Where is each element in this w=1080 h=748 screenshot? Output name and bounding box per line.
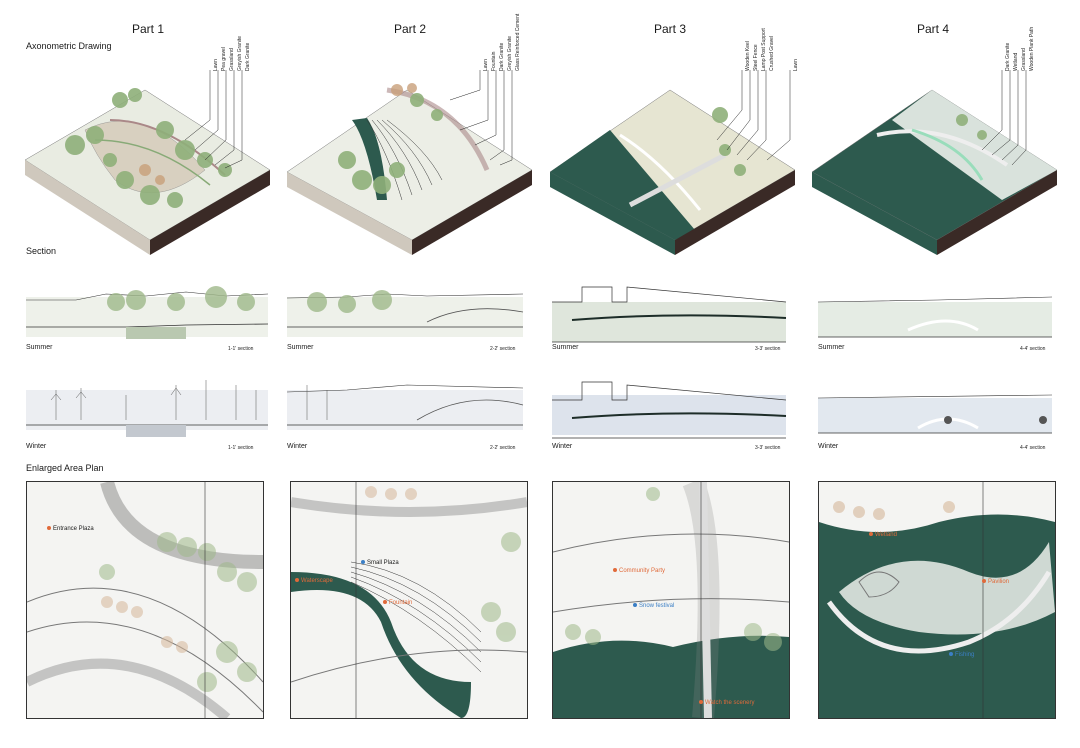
- section-summer-part-4: [817, 296, 1053, 338]
- part-2-label-4: Greyish Granite: [507, 35, 513, 71]
- part-2-label-1: Lawn: [483, 59, 489, 71]
- axonometric-part-1: [24, 88, 271, 255]
- part-3-label-1: Wooden Keel: [745, 41, 751, 71]
- part-4-label-1: Dark Granite: [1005, 42, 1011, 71]
- section-label-3-summer: 3-3' section: [755, 346, 781, 352]
- part-4-label-3: Grassland: [1021, 48, 1027, 71]
- plan-3-marker-1: Community Party: [613, 568, 665, 574]
- plan-2-marker-2: Waterscape: [295, 578, 333, 584]
- section-label-4-winter: 4-4' section: [1020, 445, 1046, 451]
- section-winter-part-3: [552, 381, 787, 439]
- part-4-label-4: Wooden Plank Path: [1029, 26, 1035, 71]
- section-label-1-summer: 1-1' section: [228, 346, 254, 352]
- section-winter-part-1: [26, 380, 268, 437]
- section-label-1-winter: 1-1' section: [228, 445, 254, 451]
- plan-part-4: Wetland Pavilion Fishing: [818, 481, 1056, 719]
- axonometric-heading: Axonometric Drawing: [26, 41, 112, 51]
- summer-label-1: Summer: [26, 344, 53, 351]
- part-1-label-4: Greyish Granite: [237, 35, 243, 71]
- plan-part-2: Small Plaza Waterscape Fountain: [290, 481, 528, 719]
- part-2-label-5: Glass Reinforced Cement: [515, 13, 521, 71]
- part-3-leader-lines: [716, 70, 791, 161]
- plan-3-marker-3: Watch the scenery: [699, 700, 754, 706]
- section-winter-part-4: [817, 394, 1053, 434]
- part-1-title: Part 1: [131, 22, 164, 36]
- part-2-label-3: Dark Granite: [499, 42, 505, 71]
- winter-label-4: Winter: [818, 443, 839, 450]
- winter-label-3: Winter: [552, 443, 573, 450]
- section-label-3-winter: 3-3' section: [755, 445, 781, 451]
- part-1-label-2: Pea gravel: [221, 47, 227, 71]
- plan-heading: Enlarged Area Plan: [26, 463, 104, 473]
- plan-part-1: Entrance Plaza: [26, 481, 264, 719]
- part-3-title: Part 3: [653, 22, 686, 36]
- part-1-label-1: Lawn: [213, 59, 219, 71]
- part-3-label-2: Steel Fence: [753, 44, 759, 71]
- section-label-2-summer: 2-2' section: [490, 346, 516, 352]
- part-2-title: Part 2: [393, 22, 426, 36]
- section-label-2-winter: 2-2' section: [490, 445, 516, 451]
- plan-part-3: Community Party Snow festival Watch the …: [552, 481, 790, 719]
- plan-4-marker-2: Pavilion: [982, 579, 1009, 585]
- section-summer-part-1: [26, 286, 269, 339]
- plan-2-marker-1: Small Plaza: [361, 560, 399, 566]
- axonometric-part-2: [286, 83, 533, 255]
- part-4-title: Part 4: [916, 22, 949, 36]
- part-1-label-5: Dark Granite: [245, 42, 251, 71]
- winter-label-1: Winter: [26, 443, 47, 450]
- part-4-label-2: Wetland: [1013, 52, 1019, 71]
- section-winter-part-2: [286, 384, 524, 430]
- summer-label-2: Summer: [287, 344, 314, 351]
- axonometric-part-4: [811, 89, 1058, 255]
- part-4-leader-lines: [981, 70, 1027, 166]
- section-label-4-summer: 4-4' section: [1020, 346, 1046, 352]
- section-summer-part-3: [552, 286, 787, 343]
- part-1-leader-lines: [184, 70, 243, 169]
- plan-1-marker-1: Entrance Plaza: [47, 526, 94, 532]
- part-2-leader-lines: [449, 70, 513, 166]
- summer-label-3: Summer: [552, 344, 579, 351]
- part-3-label-4: Crushed Gravel: [769, 35, 775, 71]
- plan-2-marker-3: Fountain: [383, 600, 412, 606]
- plan-4-marker-3: Fishing: [949, 652, 974, 658]
- part-3-label-5: Lawn: [793, 59, 799, 71]
- section-summer-part-2: [286, 290, 524, 337]
- part-2-label-2: Fountain: [491, 51, 497, 71]
- summer-label-4: Summer: [818, 344, 845, 351]
- plan-3-marker-2: Snow festival: [633, 603, 674, 609]
- plan-4-marker-1: Wetland: [869, 532, 897, 538]
- section-heading: Section: [26, 246, 57, 256]
- axonometric-part-3: [549, 89, 796, 255]
- part-3-label-3: Lamp Post Support: [761, 28, 767, 71]
- winter-label-2: Winter: [287, 443, 308, 450]
- part-1-label-3: Grassland: [229, 48, 235, 71]
